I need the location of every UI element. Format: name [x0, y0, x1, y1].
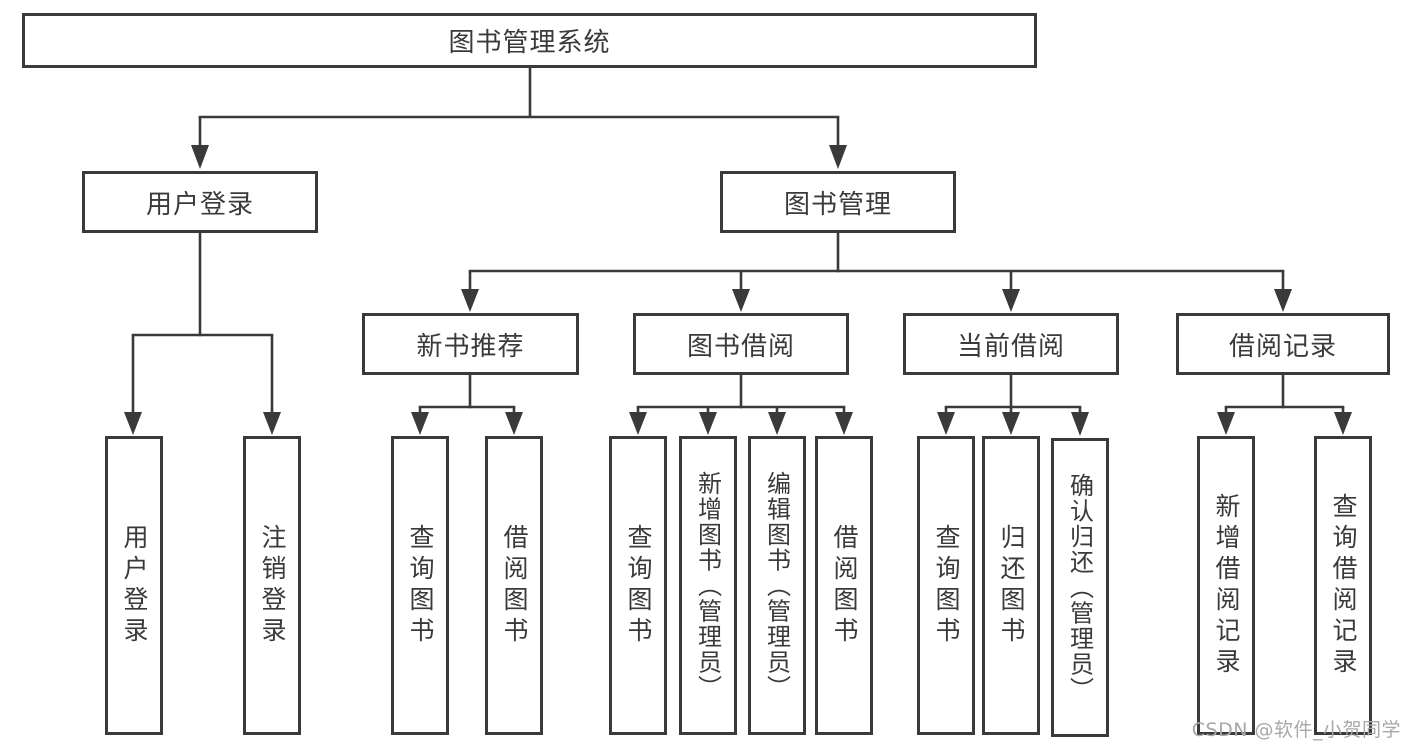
node-leaf-edit-book-admin-label: 编辑图书（管理员） [762, 470, 791, 701]
node-leaf-logout-label: 注销登录 [258, 523, 287, 648]
node-leaf-edit-book-admin: 编辑图书（管理员） [748, 436, 806, 735]
node-leaf-borrow-borrow-books-label: 借阅图书 [830, 523, 859, 648]
node-leaf-current-query-books-label: 查询图书 [932, 523, 961, 648]
node-current-borrow-label: 当前借阅 [956, 331, 1065, 362]
node-root-label: 图书管理系统 [448, 28, 611, 58]
node-leaf-add-book-admin-label: 新增图书（管理员） [693, 470, 722, 701]
node-user-login-label: 用户登录 [145, 189, 254, 220]
node-leaf-logout: 注销登录 [243, 436, 301, 735]
watermark: CSDN @软件_小贺同学 [1191, 719, 1401, 741]
node-book-borrow-label: 图书借阅 [686, 331, 795, 362]
node-root: 图书管理系统 [22, 13, 1037, 68]
node-leaf-user-login: 用户登录 [105, 436, 163, 735]
node-leaf-query-borrow-record-label: 查询借阅记录 [1329, 492, 1358, 679]
node-book-management: 图书管理 [720, 171, 956, 233]
node-leaf-query-borrow-record: 查询借阅记录 [1314, 436, 1372, 735]
node-leaf-add-borrow-record: 新增借阅记录 [1197, 436, 1255, 735]
node-leaf-return-books: 归还图书 [982, 436, 1040, 735]
node-user-login: 用户登录 [82, 171, 318, 233]
node-leaf-borrow-borrow-books: 借阅图书 [815, 436, 873, 735]
node-book-borrow: 图书借阅 [633, 313, 849, 375]
node-leaf-current-query-books: 查询图书 [917, 436, 975, 735]
node-new-book-recommend: 新书推荐 [362, 313, 579, 375]
node-leaf-borrow-query-books: 查询图书 [609, 436, 667, 735]
node-leaf-confirm-return-admin: 确认归还（管理员） [1051, 438, 1109, 737]
node-leaf-add-book-admin: 新增图书（管理员） [679, 436, 737, 735]
node-new-book-recommend-label: 新书推荐 [416, 331, 525, 362]
node-leaf-confirm-return-admin-label: 确认归还（管理员） [1065, 472, 1094, 703]
node-leaf-borrow-query-books-label: 查询图书 [624, 523, 653, 648]
node-leaf-recommend-borrow-books: 借阅图书 [485, 436, 543, 735]
node-leaf-user-login-label: 用户登录 [120, 523, 149, 648]
node-leaf-recommend-query-books: 查询图书 [391, 436, 449, 735]
node-leaf-recommend-borrow-books-label: 借阅图书 [500, 523, 529, 648]
node-book-management-label: 图书管理 [783, 189, 892, 220]
node-borrow-records: 借阅记录 [1176, 313, 1390, 375]
node-current-borrow: 当前借阅 [903, 313, 1119, 375]
node-leaf-return-books-label: 归还图书 [997, 523, 1026, 648]
node-leaf-add-borrow-record-label: 新增借阅记录 [1212, 492, 1241, 679]
node-borrow-records-label: 借阅记录 [1228, 331, 1337, 362]
node-leaf-recommend-query-books-label: 查询图书 [406, 523, 435, 648]
